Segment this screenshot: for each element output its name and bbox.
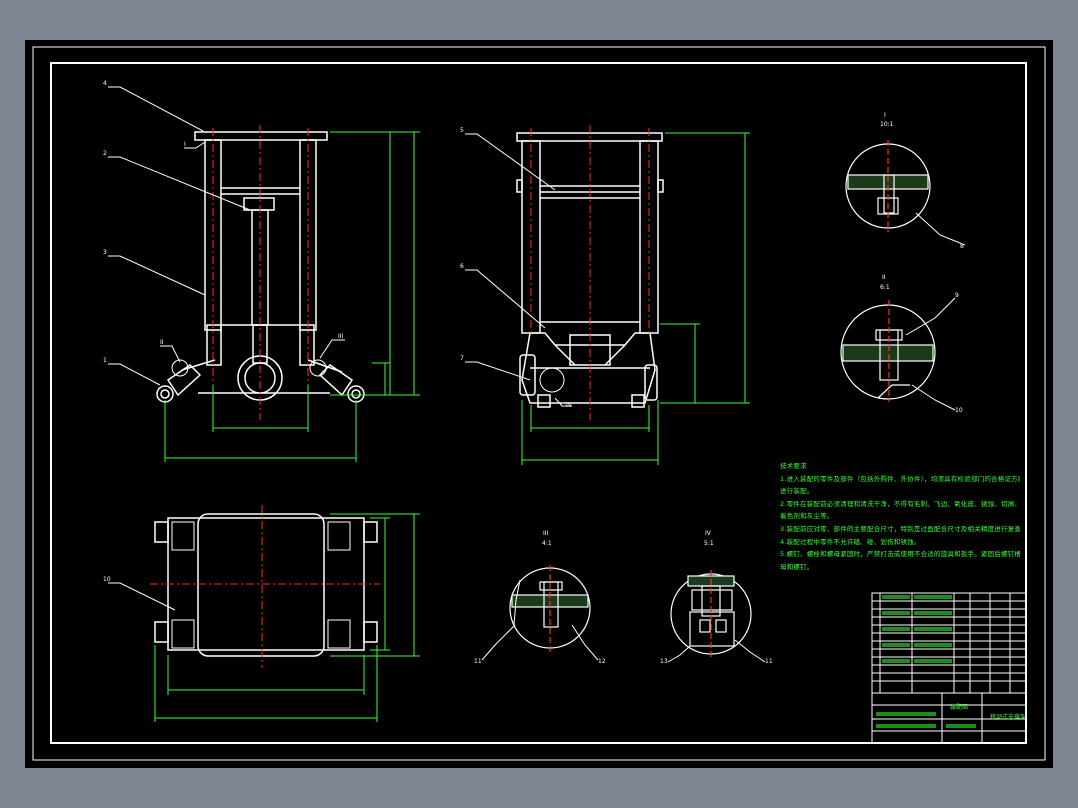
detail-callout: IV: [566, 402, 572, 409]
drawing-name: 装配图: [950, 704, 969, 711]
detail-iv: [667, 570, 766, 663]
notes-line: 4.装配过程中零件不允许磕、碰、划伤和锈蚀。: [780, 537, 921, 546]
notes-line: 母和螺钉。: [780, 562, 814, 571]
detail-iii: [481, 565, 599, 661]
balloon-label: 10: [103, 576, 111, 583]
notes-title: 技术要求: [780, 462, 807, 470]
drawing-sheet: [25, 40, 1053, 768]
notes-line: 进行装配。: [780, 487, 814, 496]
notes-line: 5.螺钉、螺栓和螺母紧固时，严禁打击或使用不合适的旋具和扳手。紧固后螺钉槽、螺: [780, 550, 1020, 559]
detail-iv-title: IV: [705, 530, 711, 537]
outer-border: [32, 46, 1046, 761]
front-view-leaders: [108, 86, 345, 386]
notes-line: 着色剂和灰尘等。: [780, 512, 834, 521]
side-view-leaders: [465, 133, 572, 407]
detail-i-title: I: [884, 112, 886, 119]
balloon-label: 12: [598, 658, 606, 665]
balloon-label: 3: [103, 249, 107, 256]
detail-i-scale: 10:1: [880, 121, 894, 128]
top-view-dimensions: [154, 513, 420, 722]
top-view-centerlines: [150, 505, 380, 668]
balloon-label: 4: [103, 80, 107, 87]
drawing-canvas: [32, 46, 1046, 761]
side-view-centerlines: [530, 125, 650, 420]
detail-iii-title: III: [543, 530, 549, 537]
drawing-frame: [50, 62, 1027, 744]
side-view-dimensions: [521, 132, 750, 465]
detail-ii-scale: 6:1: [880, 284, 890, 291]
notes-line: 3.装配前应对零、部件的主要配合尺寸，特别是过盈配合尺寸及相关精度进行复查。: [780, 524, 1020, 533]
detail-callout: II: [160, 339, 164, 346]
title-block: [871, 592, 1027, 744]
detail-i: [845, 140, 966, 246]
front-view-centerlines: [212, 125, 309, 420]
balloon-label: 9: [955, 292, 959, 299]
detail-callout: III: [338, 333, 344, 340]
part-name: 移动式支撑架: [990, 714, 1027, 721]
title-block-fill: [876, 595, 976, 728]
notes-line: 2.零件在装配前必须清理和清洗干净，不得有毛刺、飞边、氧化皮、锈蚀、切屑、油污、: [780, 499, 1020, 508]
notes-line: 1.进入装配的零件及部件（包括外购件、外协件），均须具有检验部门的合格证方能: [780, 474, 1020, 483]
detail-iii-scale: 4:1: [542, 540, 552, 547]
balloon-label: 13: [660, 658, 668, 665]
balloon-label: 2: [103, 150, 107, 157]
balloon-label: 11: [474, 658, 482, 665]
balloon-label: 7: [460, 355, 464, 362]
balloon-label: 10: [955, 407, 963, 414]
balloon-label: 1: [103, 357, 107, 364]
balloon-label: 11: [765, 658, 773, 665]
front-view-dimensions: [164, 131, 420, 462]
balloon-label: 8: [960, 243, 964, 250]
detail-ii: [840, 297, 956, 411]
detail-iv-scale: 5:1: [704, 540, 714, 547]
detail-ii-title: II: [882, 274, 886, 281]
balloon-label: 5: [460, 127, 464, 134]
detail-callout: I: [184, 141, 186, 148]
top-view-leaders: [108, 582, 176, 611]
technical-notes: 技术要求 1.进入装配的零件及部件（包括外购件、外协件），均须具有检验部门的合格…: [780, 460, 1020, 573]
top-view: [154, 513, 378, 657]
balloon-label: 6: [460, 263, 464, 270]
